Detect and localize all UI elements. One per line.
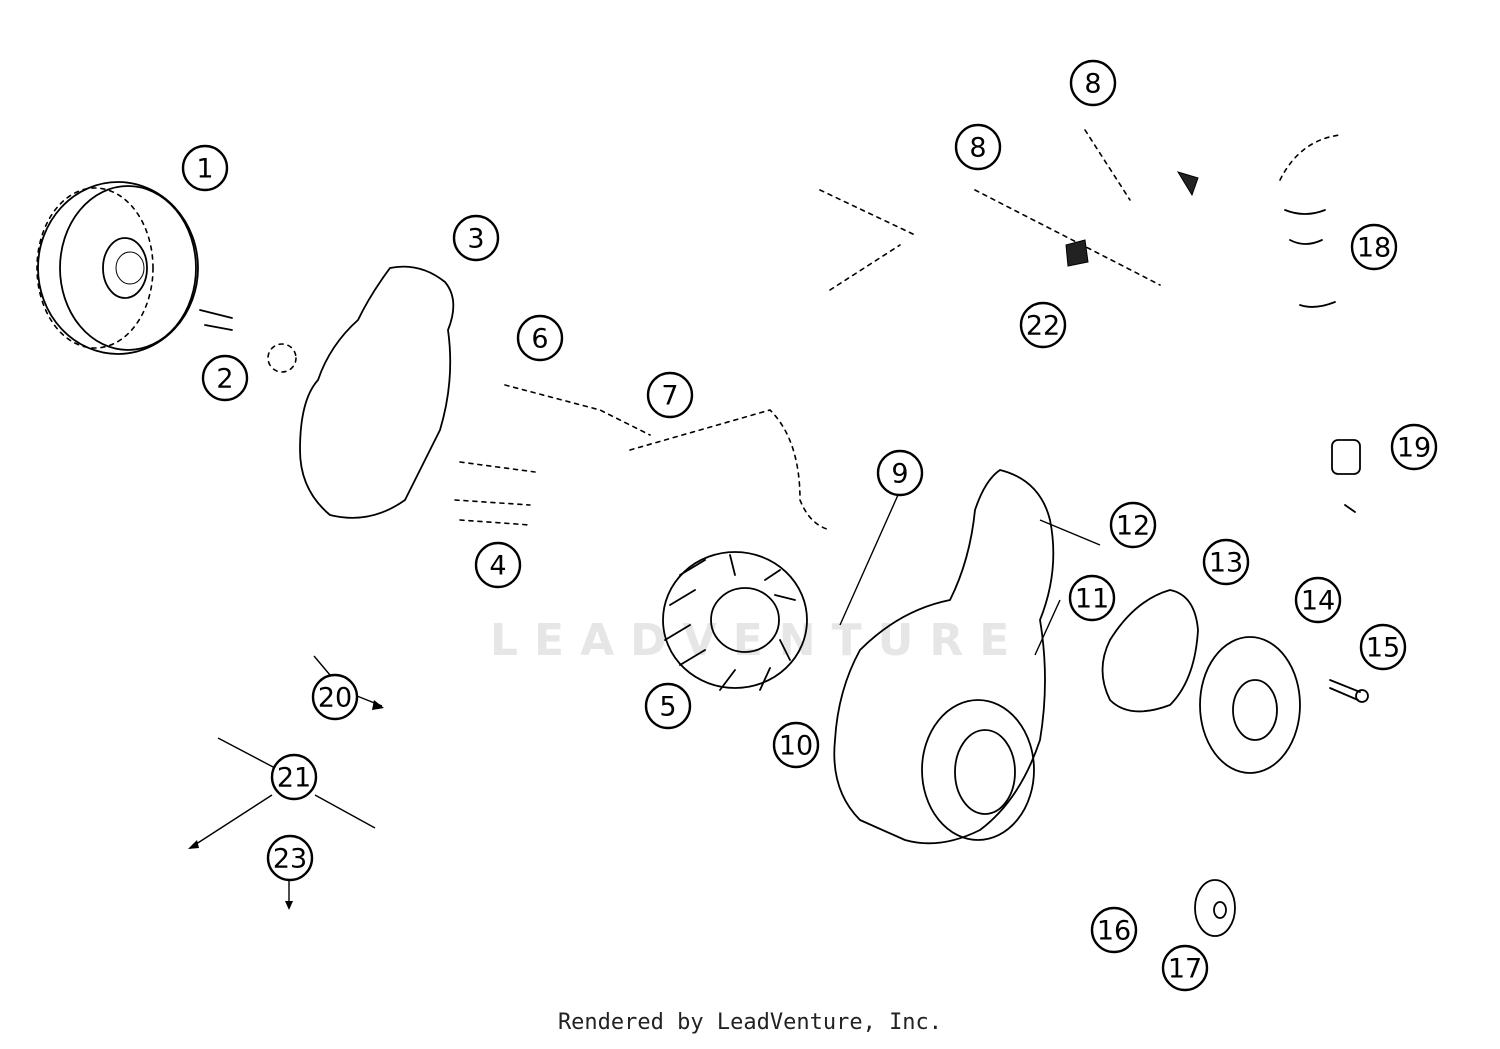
callout-18: 18 [1350,223,1398,271]
gasket-part [299,265,455,519]
callout-circle [1294,576,1342,624]
callout-number: 5 [659,692,676,723]
callout-8: 8 [1069,59,1117,107]
callout-15: 15 [1359,623,1407,671]
callout-circle [1069,59,1117,107]
callout-number: 14 [1301,586,1335,617]
callout-number: 10 [779,731,813,762]
callout-circle [1350,223,1398,271]
callout-circle [644,682,692,730]
callout-5: 5 [644,682,692,730]
callout-23: 23 [266,834,314,882]
callout-circle [1068,574,1116,622]
callout-circle [772,721,820,769]
callout-number: 15 [1366,633,1400,664]
stator-part [662,551,808,691]
callout-number: 11 [1075,584,1109,615]
callout-number: 4 [489,551,506,582]
callout-number: 17 [1168,954,1202,985]
callout-1: 1 [181,144,229,192]
callout-circle [201,354,249,402]
credit-line: Rendered by LeadVenture, Inc. [557,1010,943,1035]
callout-number: 8 [969,133,986,164]
callout-number: 22 [1026,311,1060,342]
callout-number: 9 [891,459,908,490]
callout-circle [181,144,229,192]
callout-circle [1202,538,1250,586]
callout-circle [876,449,924,497]
callout-12: 12 [1109,501,1157,549]
wiring-part [504,384,831,531]
callout-number: 20 [318,683,352,714]
callout-circle [516,314,564,362]
pulley-part [1194,879,1236,937]
spring-part [1279,134,1341,308]
callout-circle [266,834,314,882]
callout-3: 3 [452,214,500,262]
watermark: LEADVENTURE [490,615,1026,666]
crankcase-cover-part [833,469,1055,845]
callout-number: 18 [1357,233,1391,264]
callout-8: 8 [954,123,1002,171]
callout-circle [474,541,522,589]
linkage-part [819,129,1199,291]
callout-9: 9 [876,449,924,497]
callout-number: 8 [1084,69,1101,100]
callout-14: 14 [1294,576,1342,624]
callout-number: 1 [196,154,213,185]
flywheel-part [36,181,199,355]
callout-number: 23 [273,844,307,875]
callout-circle [954,123,1002,171]
cover-gasket-part [1101,589,1199,713]
bolts-part [454,461,536,526]
callout-13: 13 [1202,538,1250,586]
callout-circle [1359,623,1407,671]
callout-number: 21 [277,763,311,794]
callout-number: 6 [531,324,548,355]
callout-circle [646,371,694,419]
callout-20: 20 [311,673,359,721]
arrowheads [188,700,384,910]
callout-circle [1019,301,1067,349]
callout-number: 3 [467,224,484,255]
callout-circle [1109,501,1157,549]
callout-4: 4 [474,541,522,589]
callout-number: 16 [1097,916,1131,947]
callout-circle [1090,906,1138,954]
callout-11: 11 [1068,574,1116,622]
fitting-part [1331,439,1361,513]
callout-21: 21 [270,753,318,801]
recoil-starter-part [1199,636,1301,774]
callout-circle [1390,423,1438,471]
callout-6: 6 [516,314,564,362]
callout-7: 7 [646,371,694,419]
callout-circle [311,673,359,721]
callout-2: 2 [201,354,249,402]
callout-number: 7 [661,381,678,412]
callout-19: 19 [1390,423,1438,471]
leader-lines [189,494,1101,906]
key-part [199,309,297,373]
callout-17: 17 [1161,944,1209,992]
callout-circle [270,753,318,801]
callout-number: 13 [1209,548,1243,579]
callout-16: 16 [1090,906,1138,954]
callout-number: 2 [216,364,233,395]
callout-number: 12 [1116,511,1150,542]
bolt-part [1329,679,1369,703]
callout-22: 22 [1019,301,1067,349]
callout-circle [1161,944,1209,992]
callout-10: 10 [772,721,820,769]
callout-number: 19 [1397,433,1431,464]
callout-circle [452,214,500,262]
